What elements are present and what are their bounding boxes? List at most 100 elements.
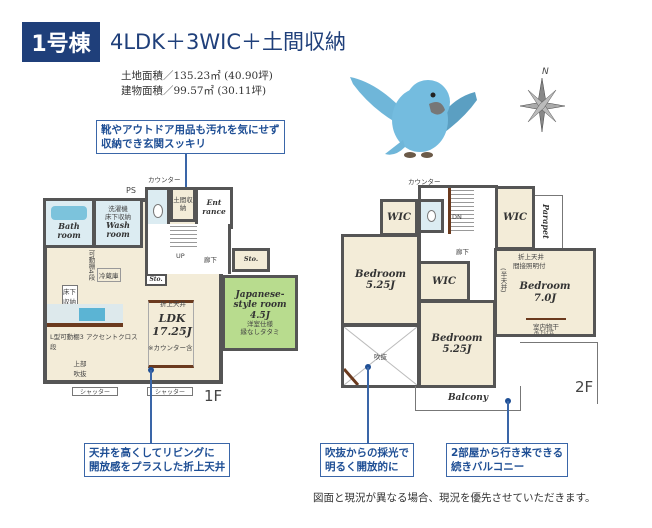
building-badge: 1号棟 <box>22 22 100 62</box>
void-cross-icon <box>344 327 417 385</box>
ceiling-label: 間接照明付 <box>513 262 546 270</box>
shutter-label: シャッター <box>72 387 118 396</box>
wash-room: 洗濯機 床下収納 Wash room <box>93 198 143 248</box>
wic-label: WIC <box>432 275 456 287</box>
balcony-label: Balcony <box>447 393 489 403</box>
dn-label: DN <box>452 213 462 221</box>
japanese-room: Japanese-style room 4.5J 洋室仕様 縁なしタタミ <box>222 275 298 351</box>
japanese-size: 4.5J <box>250 310 270 321</box>
floor2-label: 2F <box>575 378 594 396</box>
bath-room: Bath room <box>43 198 95 248</box>
bedroom-3: Bedroom 7.0J <box>494 248 596 337</box>
callout-raised-ceiling: 天井を高くしてリビングに 開放感をプラスした折上天井 <box>84 443 231 477</box>
wic-label: WIC <box>503 212 527 224</box>
callout-balcony: 2部屋から行き来できる 続きバルコニー <box>446 443 569 477</box>
doma-storage: 土間収納 <box>170 187 196 222</box>
callout-text: 天井を高くしてリビングに <box>89 447 215 459</box>
plan-type: 4LDK＋3WIC＋土間収納 <box>110 30 346 54</box>
balcony-railing <box>520 342 598 404</box>
leader-line <box>150 370 152 443</box>
bedroom-label: Bedroom <box>431 332 483 344</box>
raised-ceiling-area <box>148 300 194 368</box>
accent-label: アクセントクロス <box>86 333 138 341</box>
fridge-label: 冷蔵庫 <box>97 268 121 282</box>
bedroom-label: Bedroom <box>519 281 571 292</box>
ldk-note: ※カウンター含 <box>148 344 193 352</box>
callout-text: 2部屋から行き来できる <box>451 447 564 459</box>
entrance: Ent rance <box>195 187 233 229</box>
callout-void-light: 吹抜からの採光で 明るく開放的に <box>320 443 414 477</box>
ceiling-label: 折上天井 <box>160 300 186 308</box>
laundry-label: 洗濯機 <box>108 205 128 214</box>
compass-icon <box>520 78 565 133</box>
entrance-label: Ent rance <box>202 198 226 216</box>
hall-label: 廊下 <box>204 256 217 264</box>
bedroom-size: 5.25J <box>365 280 396 291</box>
l-shelf-label: L型可動棚3段 <box>50 333 84 351</box>
callout-text: 明るく開放的に <box>325 461 399 473</box>
callout-text: 靴やアウトドア用品も汚れを気にせず <box>101 124 280 136</box>
underfloor-label: 床下収納 <box>62 285 78 307</box>
drying-label: 室内物干 <box>533 323 559 331</box>
compass-north-label: N <box>542 67 549 77</box>
callout-text: 続きバルコニー <box>451 461 525 473</box>
stairs-icon <box>448 188 474 234</box>
ldk-size: 17.25J <box>152 325 192 338</box>
bedroom-1: Bedroom 5.25J <box>341 234 420 326</box>
bedroom-size: 7.0J <box>533 292 557 304</box>
kitchen-counter <box>47 304 123 327</box>
void-label: 上部吹抜 <box>73 360 87 378</box>
callout-text: 吹抜からの採光で <box>325 447 409 459</box>
land-area: 土地面積／135.23㎡ (40.90坪) <box>121 70 273 82</box>
bedroom-2: Bedroom 5.25J <box>418 300 496 388</box>
stairs-icon <box>170 224 197 250</box>
wic-1: WIC <box>380 199 418 236</box>
bird-mascot-icon <box>350 77 477 158</box>
drying-rod <box>526 318 566 320</box>
wic-3: WIC <box>418 261 470 302</box>
void-label: 吹抜 <box>374 353 387 361</box>
parapet-label: Parapet <box>541 204 551 239</box>
ceiling-label: 折上天井 <box>518 253 544 261</box>
storage-small: Sto. <box>145 274 167 286</box>
bedroom-size: 5.25J <box>442 344 472 355</box>
shutter-label: シャッター <box>147 387 193 396</box>
storage: Sto. <box>232 248 270 272</box>
sto-label: Sto. <box>243 255 259 264</box>
counter-label: カウンター <box>408 178 441 186</box>
building-area: 建物面積／99.57㎡ (30.11坪) <box>121 85 267 97</box>
shelf-label: 可動棚4段 <box>87 250 95 281</box>
half-ceiling-label: (半天井) <box>499 268 507 293</box>
bedroom-label: Bedroom <box>355 268 406 280</box>
leader-line <box>367 367 369 443</box>
drying-note: 吊下げ式 <box>534 330 555 336</box>
callout-text: 収納でき玄関スッキリ <box>101 138 206 150</box>
wic-2: WIC <box>495 186 535 250</box>
void-2f: 吹抜 <box>341 324 420 388</box>
disclaimer-note: 図面と現況が異なる場合、現況を優先させていただきます。 <box>313 492 596 504</box>
ldk-room: LDK 17.25J <box>150 312 194 338</box>
ldk-label: LDK <box>158 312 186 325</box>
bathtub-icon <box>51 205 87 220</box>
callout-doma-storage: 靴やアウトドア用品も汚れを気にせず 収納でき玄関スッキリ <box>96 120 285 154</box>
underfloor-label: 床下収納 <box>105 212 131 221</box>
up-label: UP <box>176 252 185 260</box>
hallway <box>145 224 231 274</box>
parapet: Parapet <box>535 195 563 250</box>
japanese-note: 洋室仕様 <box>247 320 273 329</box>
japanese-note: 縁なしタタミ <box>240 327 280 336</box>
toilet-icon <box>426 210 436 222</box>
wash-label: Wash room <box>106 220 130 240</box>
sto-label: Sto. <box>149 275 163 283</box>
wic-label: WIC <box>387 211 411 223</box>
toilet-icon <box>152 203 163 218</box>
toilet-2f <box>418 199 444 233</box>
callout-text: 開放感をプラスした折上天井 <box>89 461 226 473</box>
leader-line <box>507 401 509 443</box>
floor1-label: 1F <box>204 387 223 405</box>
japanese-label: Japanese-style room <box>233 290 287 311</box>
counter-label: カウンター <box>148 176 181 184</box>
bath-label: Bath room <box>57 220 81 240</box>
doma-label: 土間収納 <box>173 196 193 212</box>
hall-label: 廊下 <box>456 248 469 256</box>
